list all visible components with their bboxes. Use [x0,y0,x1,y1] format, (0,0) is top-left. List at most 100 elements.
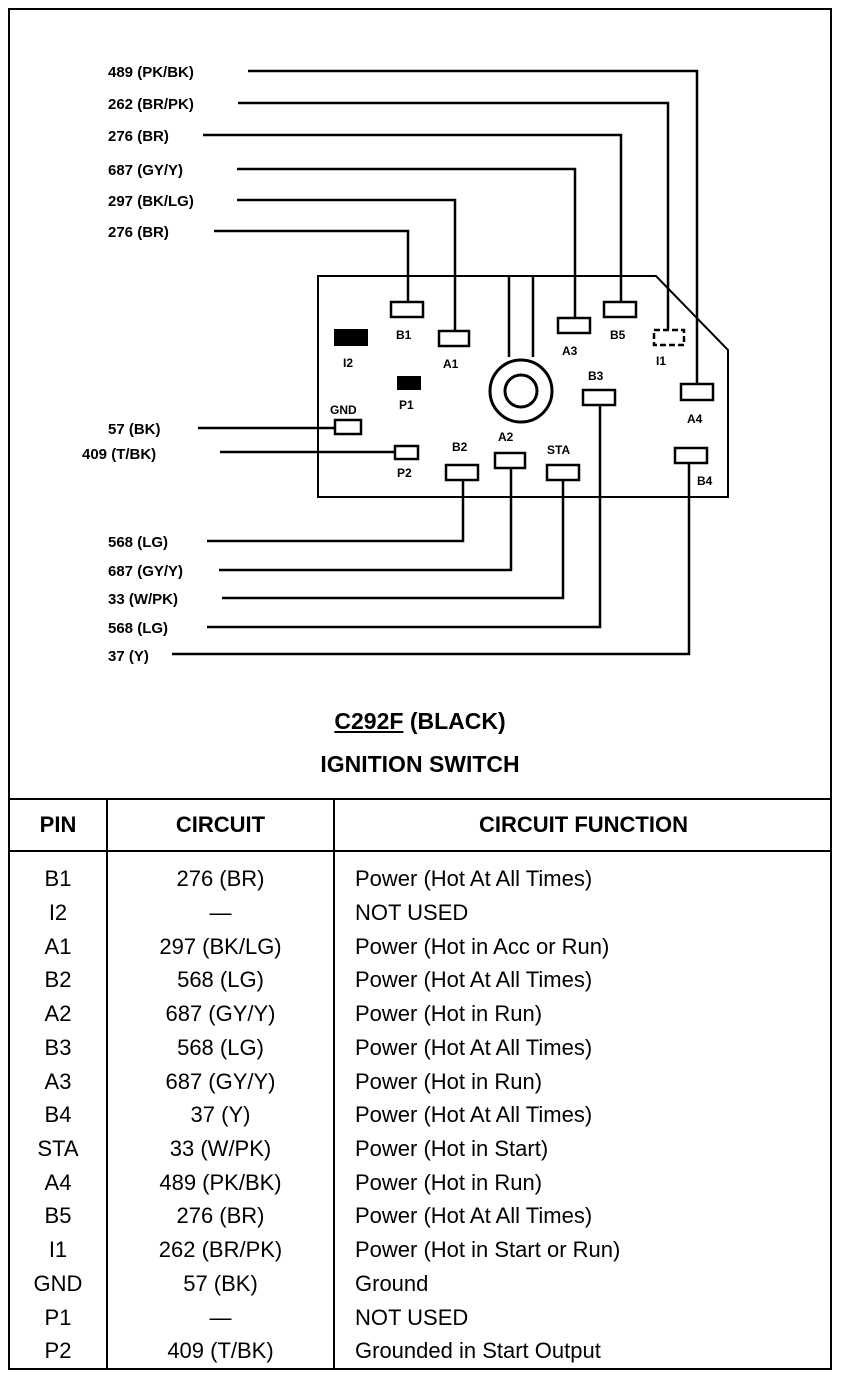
function-cell: Power (Hot in Run) [333,1165,832,1200]
pin-cell: STA [37,1135,79,1161]
connector-color: (BLACK) [409,708,506,734]
top-wires [172,69,699,656]
wire-a2 [219,468,513,572]
terminal-b4 [673,446,709,465]
header-circuit: CIRCUIT [106,798,334,852]
pin-label-b2: B2 [452,440,468,454]
circuit-cell: 57 (BK) [106,1266,334,1301]
wire-label-bottom-4: 568 (LG) [108,620,168,637]
table-row: B4 37 (Y)Power (Hot At All Times) [10,1098,832,1132]
terminal-a2 [493,451,527,470]
wire-label-bottom-3: 33 (W/PK) [108,591,178,608]
terminal-p1 [397,376,421,390]
pin-cell: A2 [44,1001,72,1027]
wire-label-top-6: 276 (BR) [108,224,169,241]
pin-cell: B5 [44,1203,72,1229]
circuit-cell: 297 (BK/LG) [106,929,334,964]
pin-label-i2: I2 [343,356,353,370]
pin-label-p1: P1 [399,398,414,412]
table-row: B5 276 (BR)Power (Hot At All Times) [10,1199,832,1233]
circuit-cell: 568 (LG) [106,963,334,997]
function-cell: NOT USED [333,1300,832,1335]
function-cell: Power (Hot At All Times) [333,851,832,896]
pin-label-a3: A3 [562,344,578,358]
connector-title: C292F (BLACK) [8,708,832,735]
pin-terminals [333,300,715,482]
table-row: B3 568 (LG)Power (Hot At All Times) [10,1030,832,1065]
table-row: I2—NOT USED [10,895,832,930]
wire-a1 [237,198,457,331]
function-cell: Power (Hot in Run) [333,996,832,1031]
pin-cell: I1 [48,1237,68,1263]
circuit-cell: 409 (T/BK) [106,1334,334,1368]
circuit-cell: 568 (LG) [106,1030,334,1065]
terminal-a1 [437,329,471,348]
function-cell: Power (Hot in Acc or Run) [333,929,832,964]
pin-cell: B4 [44,1102,72,1128]
circuit-cell: 37 (Y) [106,1098,334,1132]
key-slot [507,276,535,357]
header-pin: PIN [10,798,107,852]
table-row: A2 687 (GY/Y)Power (Hot in Run) [10,996,832,1031]
component-name: IGNITION SWITCH [320,751,520,777]
function-cell: Power (Hot At All Times) [333,1098,832,1132]
pin-cell: B3 [44,1034,72,1060]
pin-cell: A1 [44,933,72,959]
wire-b2 [207,480,465,543]
pin-label-a4: A4 [687,412,703,426]
wire-label-bottom-5: 37 (Y) [108,648,149,665]
terminal-a4 [679,382,715,402]
function-cell: Power (Hot in Start) [333,1131,832,1166]
pin-cell: P1 [44,1304,72,1330]
wire-a4 [248,69,699,384]
terminal-a3 [556,316,592,335]
terminal-b3 [581,388,617,407]
function-cell: Power (Hot At All Times) [333,1030,832,1065]
wire-b4 [172,463,691,656]
wire-label-top-5: 297 (BK/LG) [108,193,194,210]
pin-cell: A3 [44,1068,72,1094]
circuit-cell: 687 (GY/Y) [106,996,334,1031]
function-cell: Power (Hot At All Times) [333,1199,832,1233]
pin-cell: B2 [44,967,72,993]
pin-label-i1: I1 [656,354,666,368]
wire-a3 [237,167,577,318]
terminal-gnd [333,418,363,436]
pin-cell: B1 [44,866,72,892]
table-row: A1 297 (BK/LG)Power (Hot in Acc or Run) [10,929,832,964]
terminal-sta [545,463,581,482]
circuit-cell: 262 (BR/PK) [106,1232,334,1267]
circuit-cell: 687 (GY/Y) [106,1064,334,1099]
function-cell: Power (Hot At All Times) [333,963,832,997]
pin-label-a2: A2 [498,430,514,444]
table-header-row: PIN CIRCUIT CIRCUIT FUNCTION [10,798,832,852]
wire-label-bottom-2: 687 (GY/Y) [108,563,183,580]
pin-label-b1: B1 [396,328,412,342]
function-cell: Power (Hot in Start or Run) [333,1232,832,1267]
pin-label-sta: STA [547,443,570,457]
wire-label-bottom-1: 568 (LG) [108,534,168,551]
function-cell: Grounded in Start Output [333,1334,832,1368]
wire-b3 [207,405,602,629]
function-cell: Ground [333,1266,832,1301]
page-frame [8,8,832,1370]
wire-label-left-1: 57 (BK) [108,421,161,438]
key-cylinder-outer [488,358,554,424]
circuit-cell: 276 (BR) [106,851,334,896]
pin-label-gnd: GND [330,403,357,417]
pin-label-p2: P2 [397,466,412,480]
wire-sta [222,480,565,600]
pin-label-b4: B4 [697,474,713,488]
circuit-cell: 276 (BR) [106,1199,334,1233]
terminal-b5 [602,300,638,319]
wire-i1 [238,101,670,330]
terminal-b1 [389,300,425,319]
terminal-b2 [444,463,480,482]
pin-label-b3: B3 [588,369,604,383]
wire-label-left-2: 409 (T/BK) [82,446,156,463]
pin-cell: I2 [48,899,68,925]
wire-b1 [214,229,410,302]
